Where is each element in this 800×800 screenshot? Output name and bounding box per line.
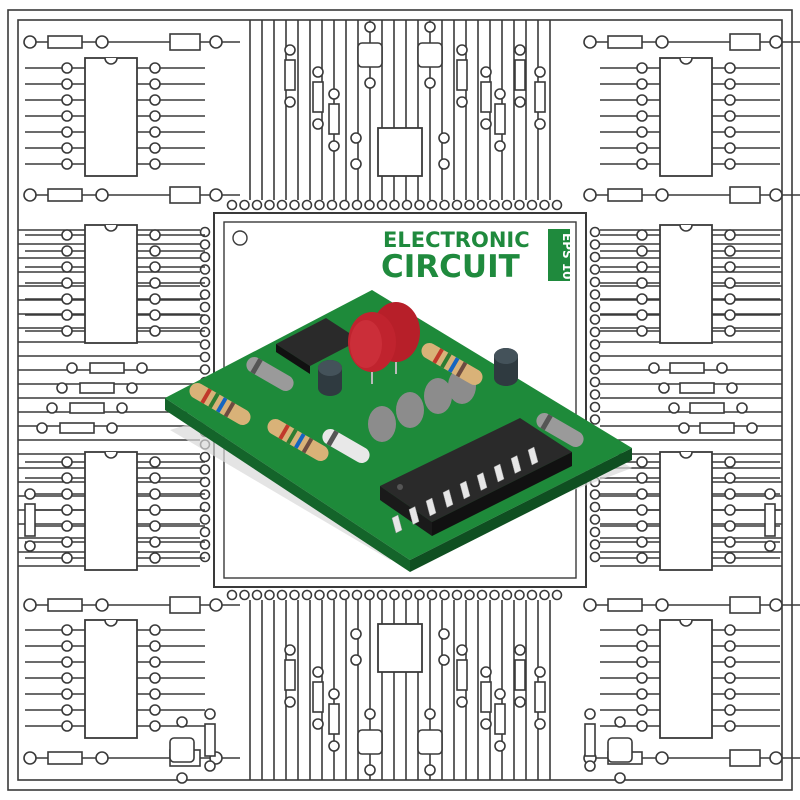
schematic-background [7, 9, 800, 791]
title-group: ELECTRONIC CIRCUIT EPS 10 [381, 228, 574, 285]
large-ic-chip [380, 418, 572, 536]
large-ic-pins [391, 446, 539, 534]
pcb-resistors [189, 343, 483, 461]
title-line2: CIRCUIT [381, 249, 520, 285]
small-ic-chip [276, 318, 360, 374]
eps-badge-label: EPS 10 [560, 233, 574, 280]
pcb-diodes [246, 357, 584, 463]
pin1-marker-icon [232, 230, 248, 246]
pcb-board [165, 290, 632, 572]
transistors [318, 348, 518, 396]
title-line1: ELECTRONIC [383, 228, 530, 252]
eps-badge [548, 229, 570, 281]
red-capacitors [348, 302, 420, 384]
